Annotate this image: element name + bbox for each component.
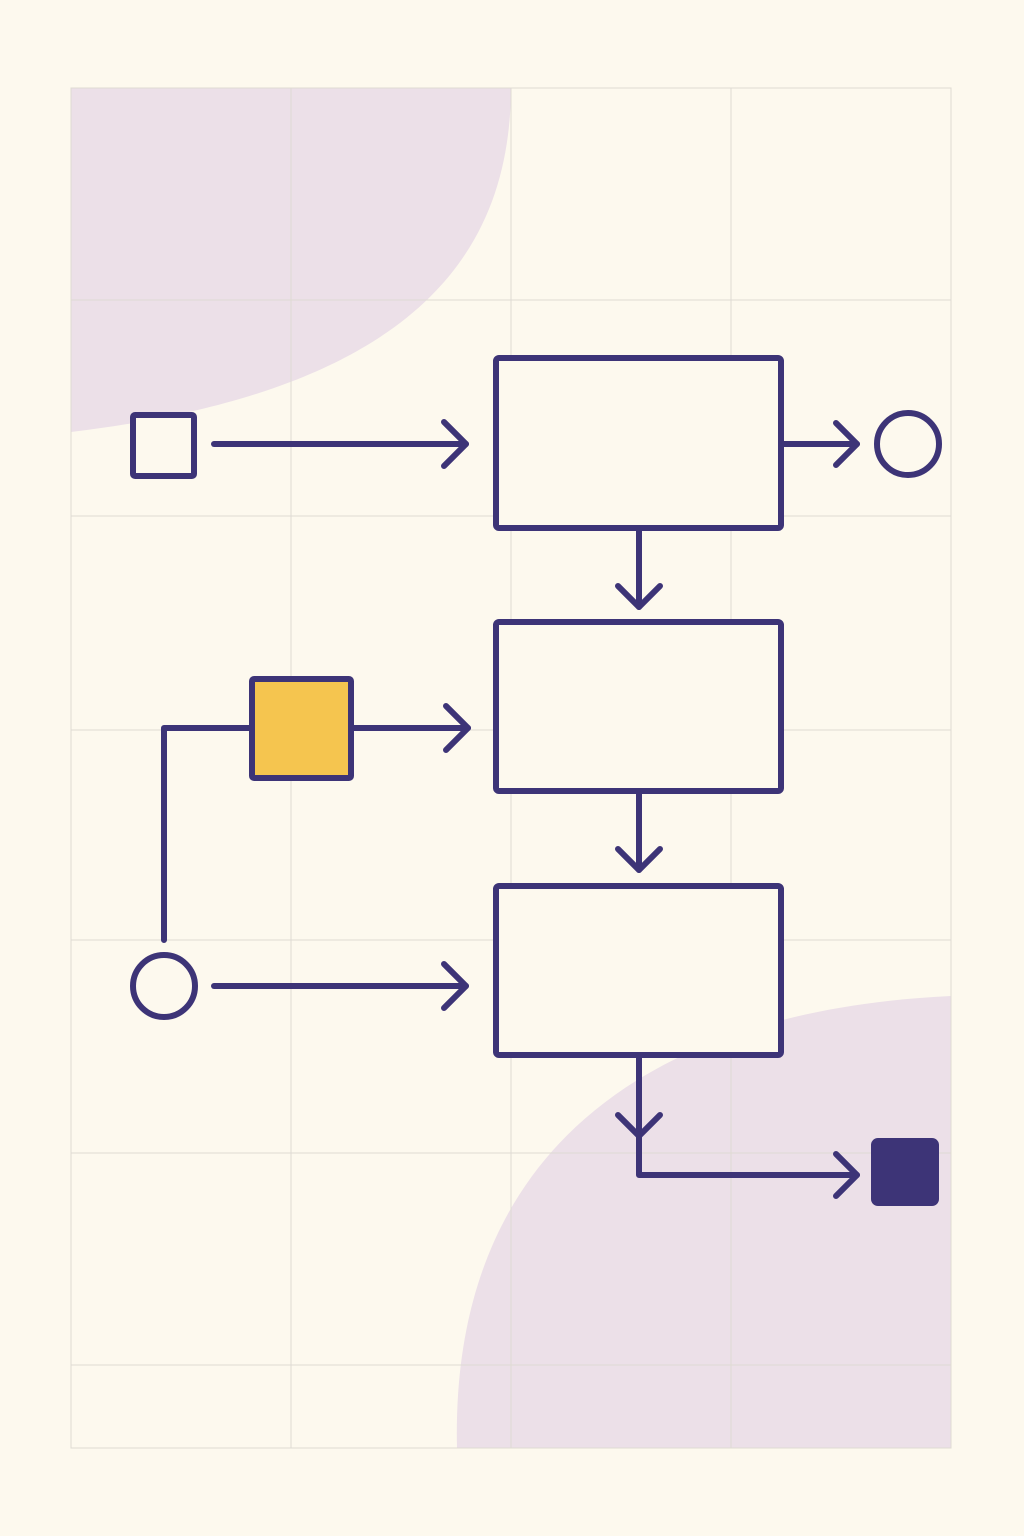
connectors bbox=[161, 419, 860, 1199]
highlighted-square-node bbox=[249, 676, 354, 781]
arrowhead-down bbox=[615, 1112, 663, 1139]
process-box-1 bbox=[493, 355, 784, 531]
process-box-2 bbox=[493, 619, 784, 794]
decorative-blob-bottom-right bbox=[456, 996, 951, 1448]
start-square-node bbox=[130, 412, 197, 479]
arrowhead-right bbox=[443, 703, 471, 753]
output-circle-node bbox=[874, 410, 942, 478]
arrowhead-right bbox=[441, 961, 469, 1011]
arrowhead-right bbox=[833, 420, 860, 468]
nodes bbox=[130, 355, 942, 1206]
arrowhead-down bbox=[615, 846, 663, 873]
connector-process-3-to-end bbox=[636, 1053, 860, 1178]
arrowhead-down bbox=[615, 583, 663, 610]
connector-input-to-yellow-square bbox=[161, 725, 255, 943]
process-box-3 bbox=[493, 883, 784, 1058]
arrowhead-right bbox=[833, 1151, 860, 1199]
end-square-node bbox=[871, 1138, 939, 1206]
input-circle-node bbox=[130, 952, 198, 1020]
arrowhead-right bbox=[441, 419, 469, 469]
